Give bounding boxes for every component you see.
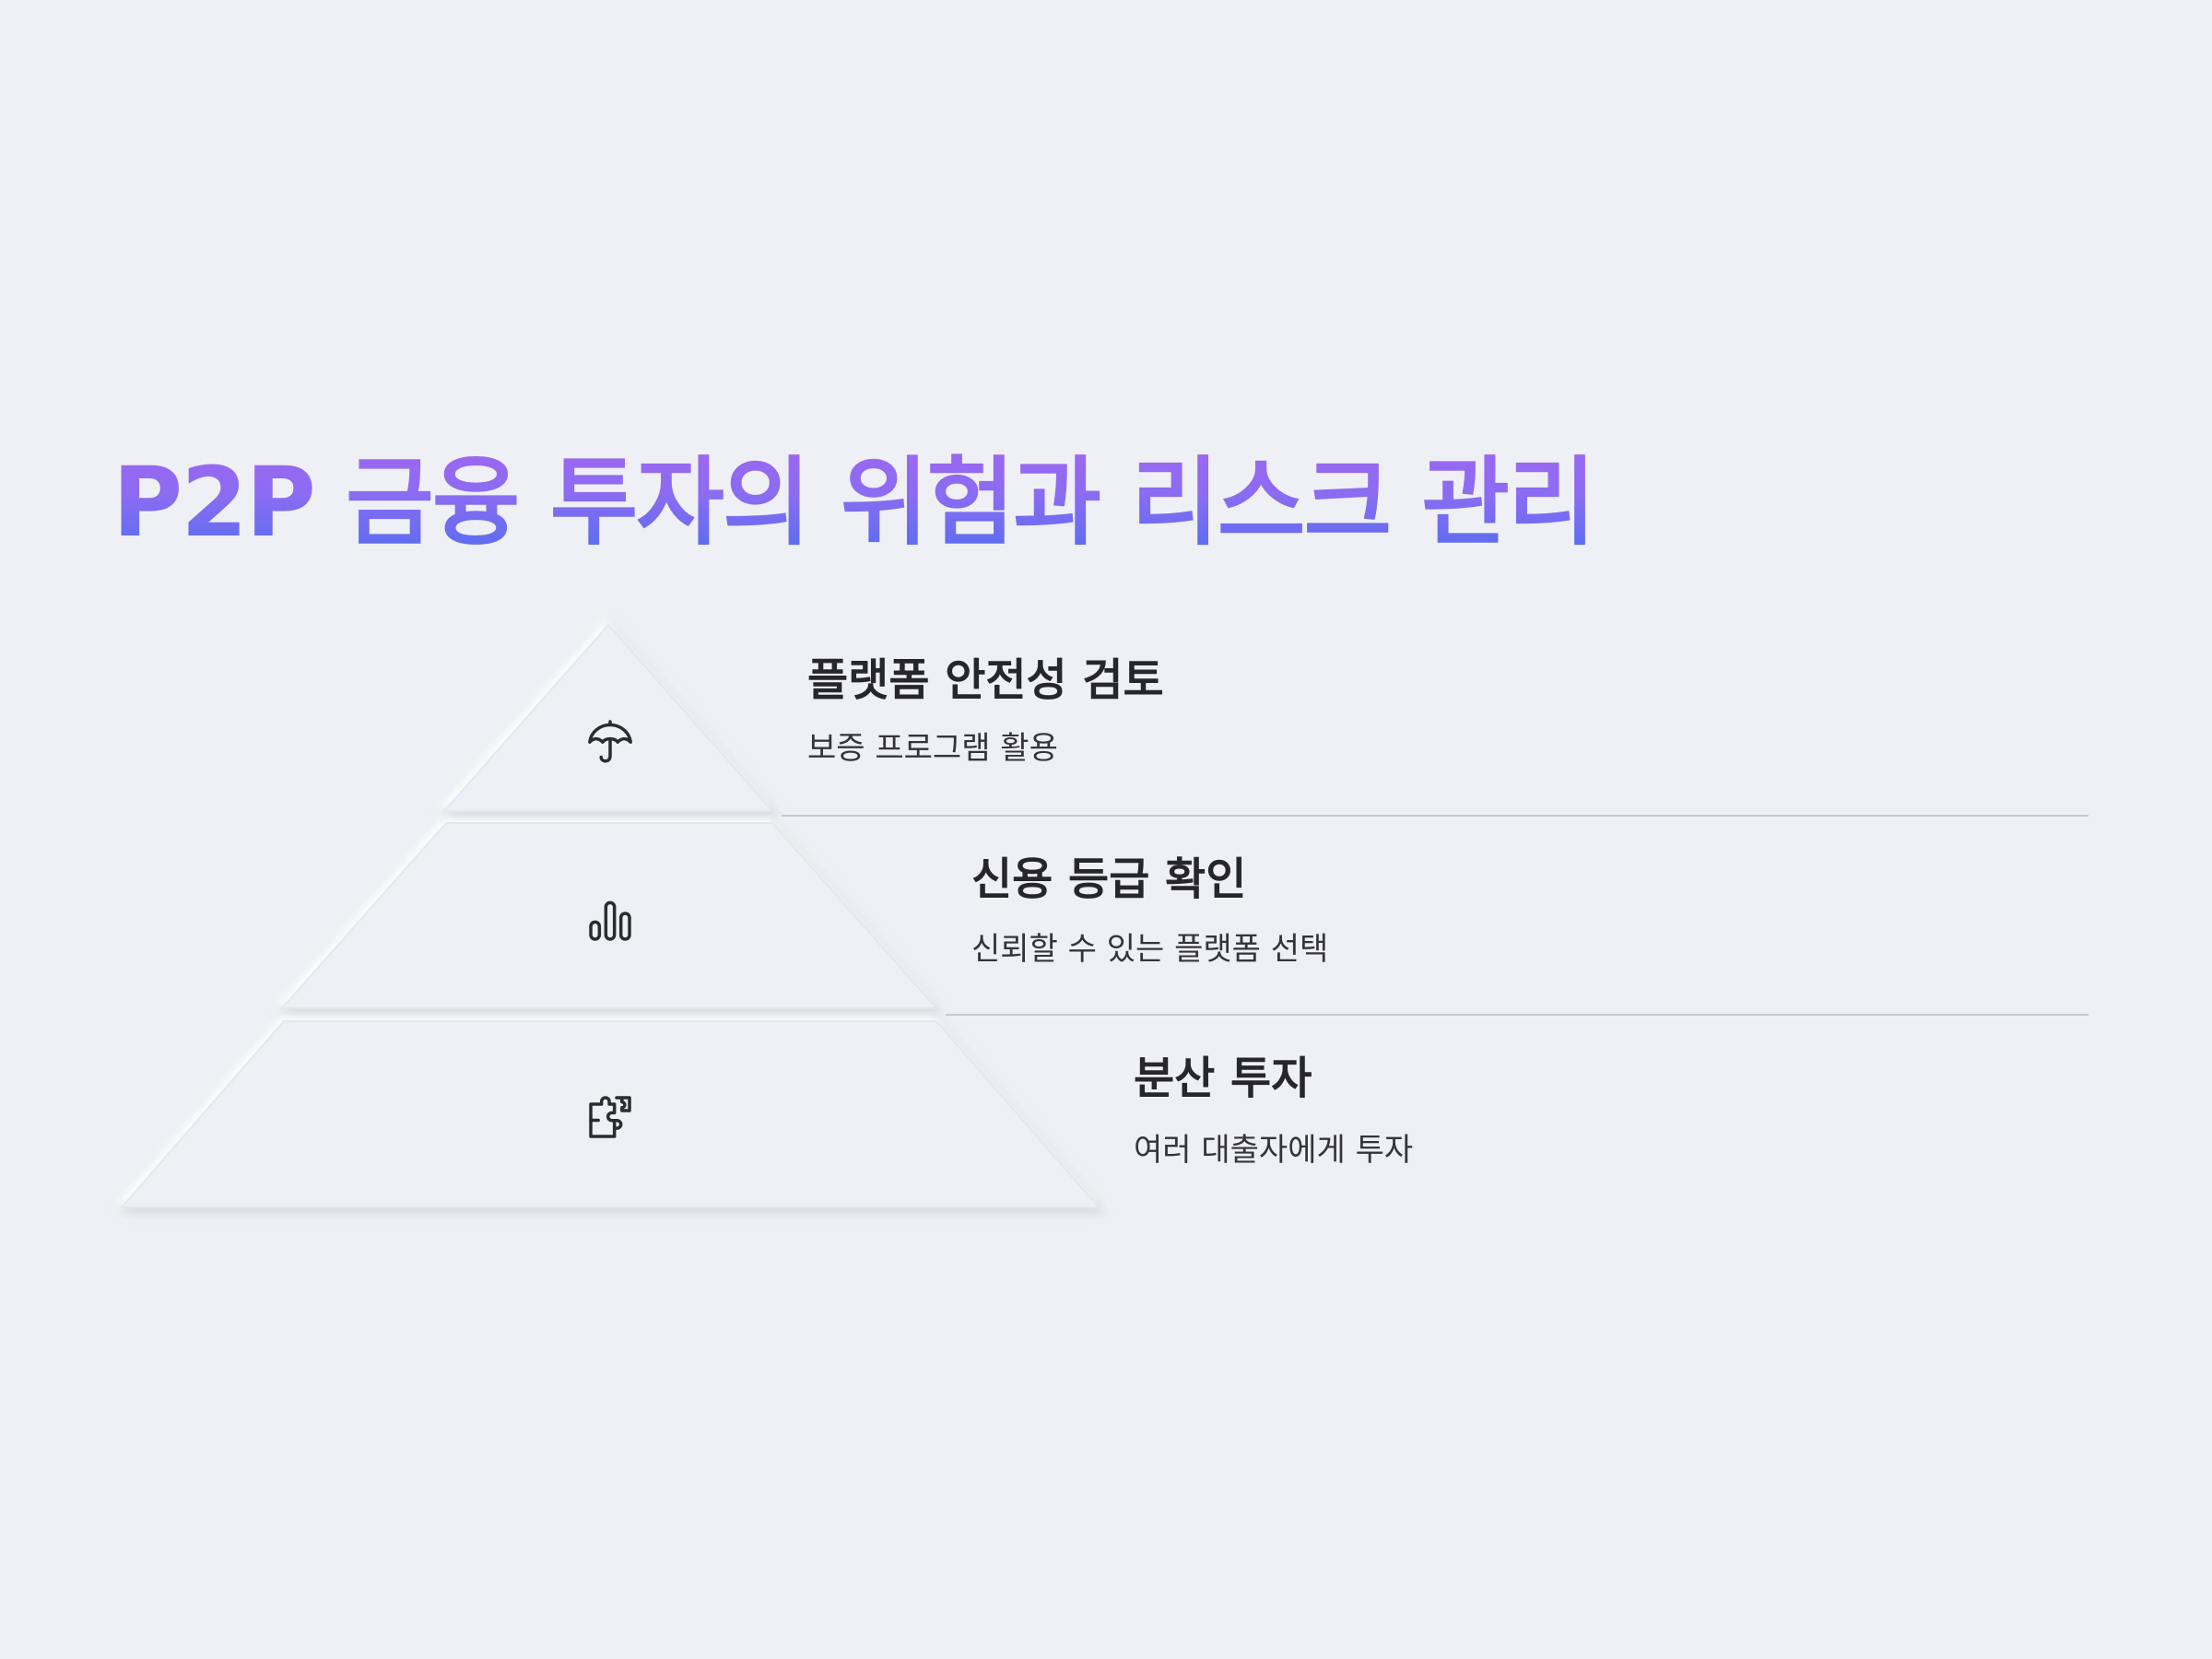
level-2-title: 신용 등급 확인 [971, 853, 1247, 905]
pyramid-tier-top [441, 623, 775, 812]
page-title: P2P 금융 투자의 위험과 리스크 관리 [112, 442, 1596, 562]
bar-chart-icon [589, 900, 631, 941]
level-3-description: 여러 대출자에게 투자 [1134, 1132, 1414, 1169]
level-2-description: 신뢰할 수 있는 플랫폼 선택 [971, 931, 1329, 968]
umbrella-icon [588, 720, 632, 763]
level-1-description: 보증 프로그램 활용 [807, 730, 1058, 767]
level-1-title: 플랫폼 안전성 검토 [807, 654, 1164, 706]
divider-2 [946, 1014, 2088, 1016]
divider-1 [782, 815, 2088, 817]
level-3-title: 분산 투자 [1134, 1053, 1312, 1104]
puzzle-icon [589, 1096, 631, 1138]
pyramid-tier-middle [279, 822, 939, 1009]
